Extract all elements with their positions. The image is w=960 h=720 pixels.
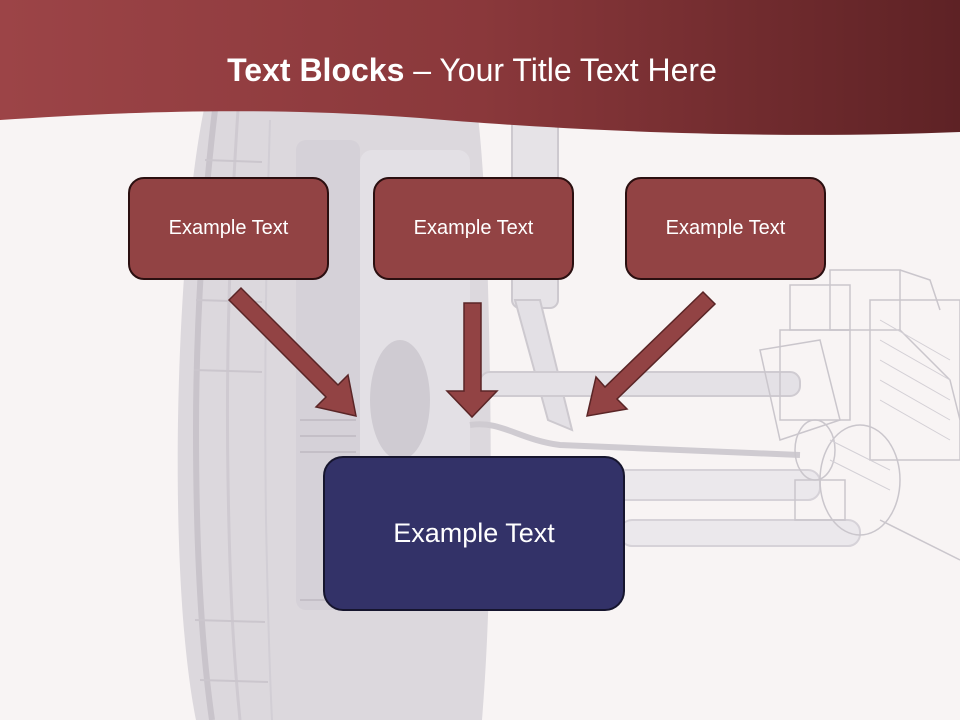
text-block-label: Example Text <box>665 217 786 239</box>
header-band <box>0 0 960 135</box>
text-block-top-right[interactable]: Example Text <box>625 177 826 280</box>
title-rest: Your Title Text Here <box>439 52 717 88</box>
text-block-main[interactable]: Example Text <box>323 456 625 611</box>
text-block-top-middle[interactable]: Example Text <box>373 177 574 280</box>
text-block-label: Example Text <box>413 217 534 239</box>
text-block-top-left[interactable]: Example Text <box>128 177 329 280</box>
text-block-label: Example Text <box>393 518 555 548</box>
title-bold-part: Text Blocks <box>227 52 405 88</box>
title-dash: – <box>413 52 432 88</box>
arrow-left <box>227 286 357 417</box>
text-block-label: Example Text <box>168 217 289 239</box>
arrow-middle <box>445 302 499 419</box>
arrow-right <box>586 290 717 417</box>
slide-title: Text Blocks – Your Title Text Here <box>0 52 944 89</box>
